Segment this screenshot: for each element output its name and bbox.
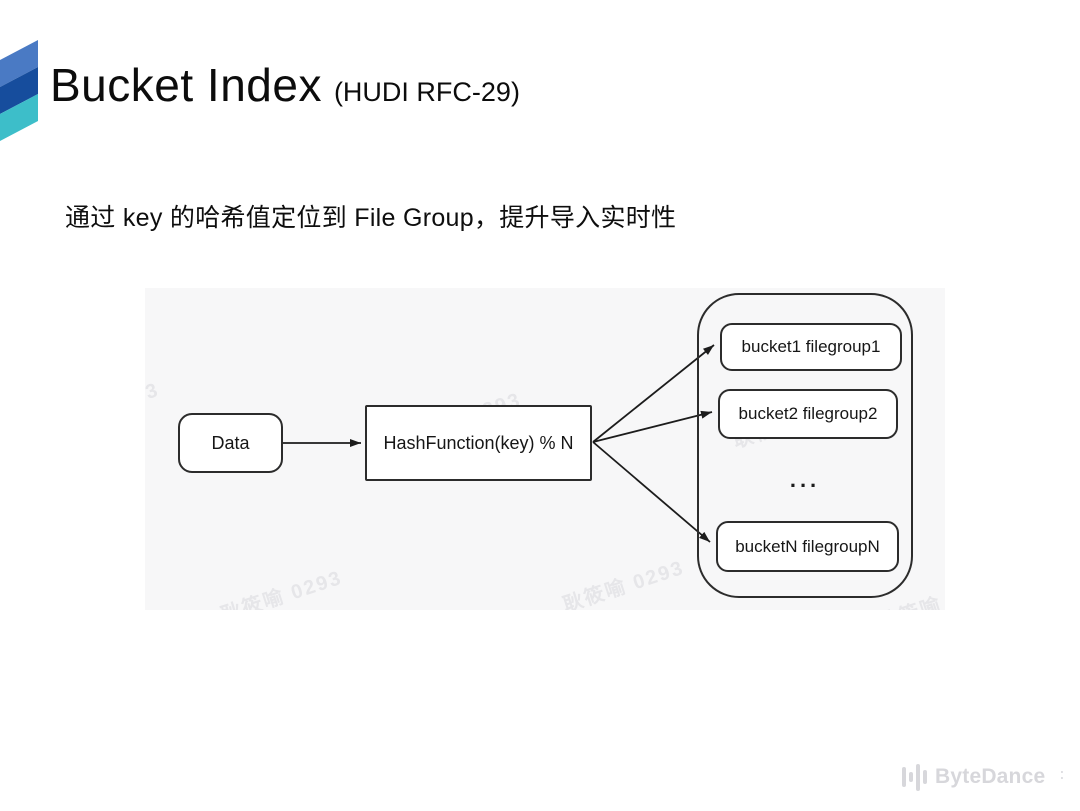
bytedance-soundwave-icon <box>902 762 927 792</box>
diagram-panel: 耿筱喻 0293 耿筱喻 0293 耿筱喻 0293 耿筱喻 0293 耿筱喻 … <box>145 288 945 610</box>
logo-band-middle <box>0 67 38 114</box>
bucket1-node: bucket1 filegroup1 <box>720 323 902 371</box>
watermark: 耿筱喻 0293 <box>218 566 346 610</box>
title-row: Bucket Index (HUDI RFC-29) <box>50 58 520 112</box>
bucket2-node: bucket2 filegroup2 <box>718 389 898 439</box>
bucketN-node: bucketN filegroupN <box>716 521 899 572</box>
footer-brand: ByteDance <box>902 760 1045 794</box>
logo-band-bottom <box>0 94 38 141</box>
arrow-hash-to-bucket1 <box>592 344 715 443</box>
page-title: Bucket Index <box>50 59 322 111</box>
description-text: 通过 key 的哈希值定位到 File Group，提升导入实时性 <box>65 204 677 232</box>
logo-band-top <box>0 40 38 87</box>
clipped-glyph: ∶ <box>1060 767 1064 784</box>
arrow-hash-to-bucketN <box>592 441 711 543</box>
watermark: 耿筱喻 0293 <box>145 378 163 439</box>
bucket-group-container: bucket1 filegroup1 bucket2 filegroup2 ..… <box>697 293 913 598</box>
hash-function-node: HashFunction(key) % N <box>365 405 592 481</box>
arrow-hash-to-bucket2 <box>592 410 713 443</box>
buckets-ellipsis: ... <box>789 467 821 492</box>
title-suffix: (HUDI RFC-29) <box>333 77 520 107</box>
data-node: Data <box>178 413 283 473</box>
brand-logo <box>0 40 38 141</box>
watermark: 耿筱喻 0293 <box>560 556 688 610</box>
footer-brand-text: ByteDance <box>935 765 1046 788</box>
